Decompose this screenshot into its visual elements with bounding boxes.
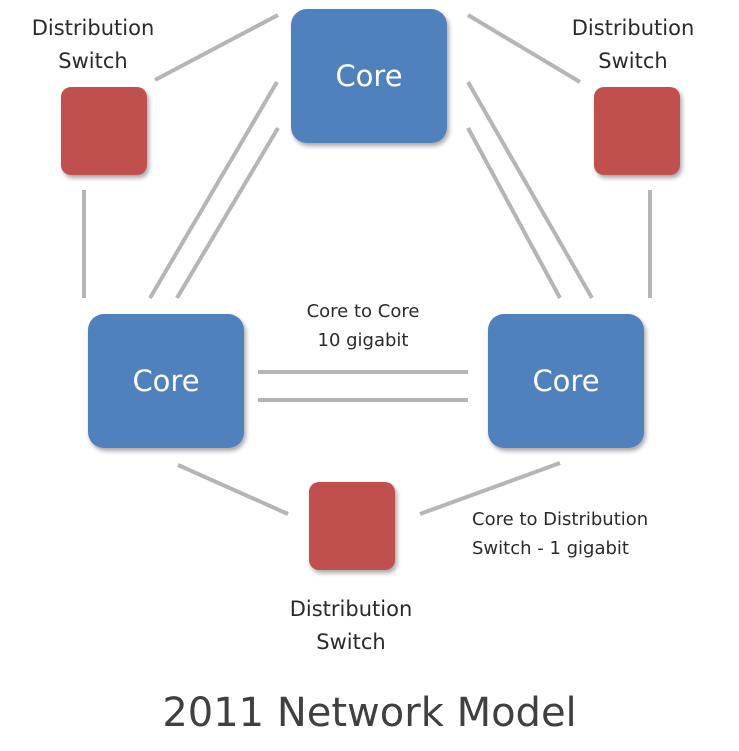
distribution-switch-bottom <box>309 482 395 570</box>
core-node-left-label: Core <box>132 364 200 398</box>
core-node-top: Core <box>291 9 447 143</box>
link-core-left-dist-bottom <box>177 463 289 516</box>
diagram-title: 2011 Network Model <box>162 690 577 736</box>
core-node-top-label: Core <box>335 59 403 93</box>
link-core-top-core-right-a <box>466 81 594 299</box>
core-to-core-label: Core to Core 10 gigabit <box>306 301 420 351</box>
distribution-label-top-right: Distribution Switch <box>571 16 695 73</box>
distribution-switch-top-left <box>61 87 147 175</box>
link-dist-topright-core-top <box>466 13 582 84</box>
core-node-right: Core <box>488 314 644 448</box>
core-to-distribution-label: Core to Distribution Switch - 1 gigabit <box>472 509 649 559</box>
link-core-top-core-right-b <box>466 127 562 299</box>
core-node-left: Core <box>88 314 244 448</box>
link-core-top-core-left-a <box>148 80 279 300</box>
link-core-top-core-left-b <box>175 126 280 300</box>
distribution-switch-top-right <box>594 87 680 175</box>
core-node-right-label: Core <box>532 364 600 398</box>
distribution-label-top-left: Distribution Switch <box>31 16 155 73</box>
distribution-label-bottom: Distribution Switch <box>289 597 413 654</box>
link-dist-topleft-core-top <box>154 13 279 82</box>
link-core-right-dist-bottom <box>419 461 561 516</box>
